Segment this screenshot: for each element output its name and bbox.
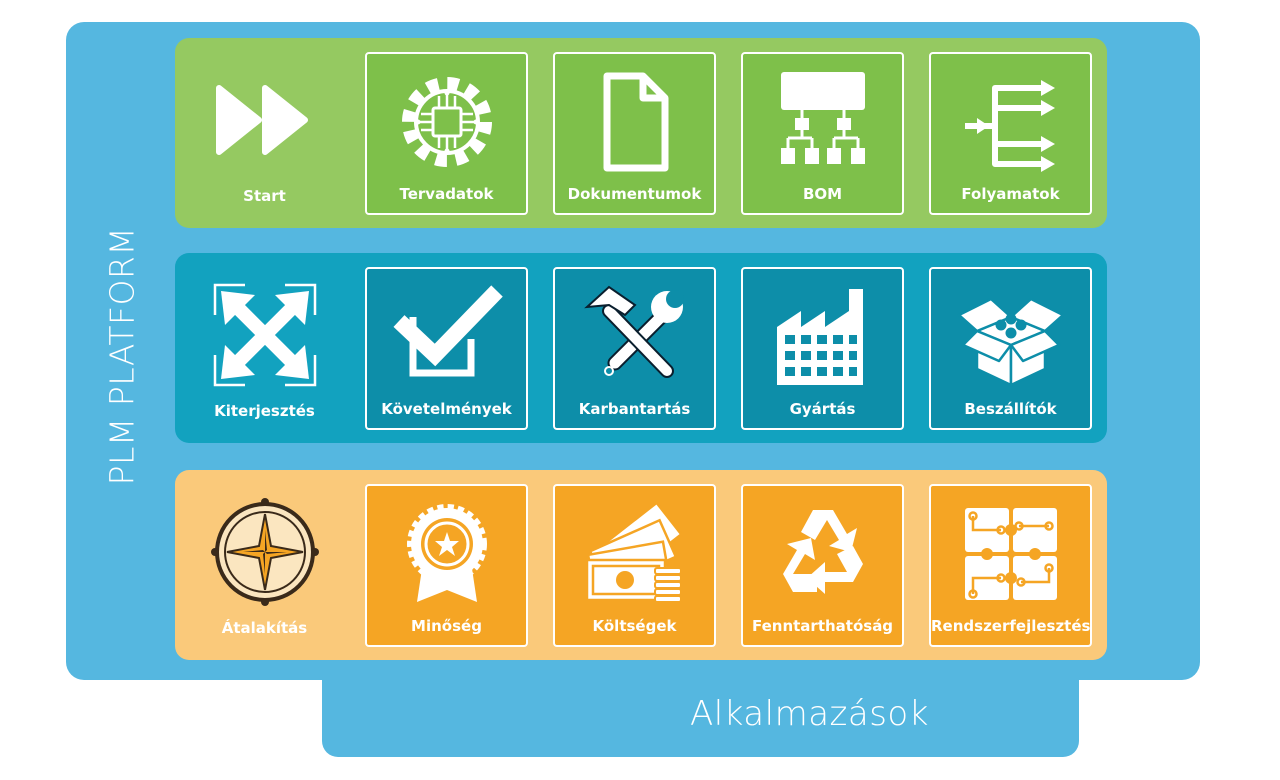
- compass-icon: [209, 496, 321, 608]
- open-box-icon: [955, 281, 1067, 393]
- award-badge-icon: [391, 498, 503, 610]
- tile-karbantartas[interactable]: Karbantartás: [553, 267, 716, 430]
- tile-gyartas[interactable]: Gyártás: [741, 267, 904, 430]
- tile-label: Karbantartás: [578, 400, 691, 418]
- money-icon: [579, 498, 691, 610]
- expand-arrows-icon: [209, 279, 321, 391]
- branching-arrows-icon: [955, 66, 1067, 178]
- tile-label: Gyártás: [789, 400, 856, 418]
- tile-label: Beszállítók: [964, 400, 1057, 418]
- tile-atalakitas[interactable]: Átalakítás: [183, 484, 346, 647]
- tile-label: Minőség: [411, 617, 482, 635]
- tile-label: Start: [243, 187, 286, 205]
- chip-gear-icon: [391, 66, 503, 178]
- recycle-icon: [767, 498, 879, 610]
- hierarchy-icon: [767, 66, 879, 178]
- tile-label: Fenntarthatóság: [751, 617, 894, 635]
- tile-fenntarthatosag[interactable]: Fenntarthatóság: [741, 484, 904, 647]
- tile-folyamatok[interactable]: Folyamatok: [929, 52, 1092, 215]
- document-icon: [579, 66, 691, 178]
- tile-koltsegek[interactable]: Költségek: [553, 484, 716, 647]
- checkbox-icon: [391, 281, 503, 393]
- tile-label: Átalakítás: [221, 619, 308, 637]
- puzzle-circuit-icon: [955, 498, 1067, 610]
- tile-kovetelmenyek[interactable]: Követelmények: [365, 267, 528, 430]
- row-processes: Kiterjesztés Követelmények Karbantartás: [175, 253, 1107, 443]
- tile-rendszerfejlesztes[interactable]: Rendszerfejlesztés: [929, 484, 1092, 647]
- tile-dokumentumok[interactable]: Dokumentumok: [553, 52, 716, 215]
- hammer-wrench-icon: [579, 281, 691, 393]
- tile-label: Kiterjesztés: [214, 402, 315, 420]
- row-core-data: Start Tervadatok Dokumentumok: [175, 38, 1107, 228]
- platform-label: PLM PLATFORM: [102, 226, 142, 486]
- fast-forward-icon: [209, 64, 321, 176]
- tile-label: Tervadatok: [399, 185, 494, 203]
- tile-label: Folyamatok: [961, 185, 1060, 203]
- tile-label: Dokumentumok: [567, 185, 702, 203]
- tile-label: BOM: [802, 185, 843, 203]
- tile-beszallitok[interactable]: Beszállítók: [929, 267, 1092, 430]
- factory-icon: [767, 281, 879, 393]
- tile-bom[interactable]: BOM: [741, 52, 904, 215]
- applications-label: Alkalmazások: [690, 694, 929, 734]
- tile-label: Költségek: [592, 617, 677, 635]
- tile-label: Követelmények: [381, 400, 512, 418]
- tile-start[interactable]: Start: [183, 52, 346, 215]
- tile-kiterjesztes[interactable]: Kiterjesztés: [183, 267, 346, 430]
- tile-tervadatok[interactable]: Tervadatok: [365, 52, 528, 215]
- tile-label: Rendszerfejlesztés: [931, 617, 1091, 635]
- row-business: Átalakítás Minőség: [175, 470, 1107, 660]
- tile-minoseg[interactable]: Minőség: [365, 484, 528, 647]
